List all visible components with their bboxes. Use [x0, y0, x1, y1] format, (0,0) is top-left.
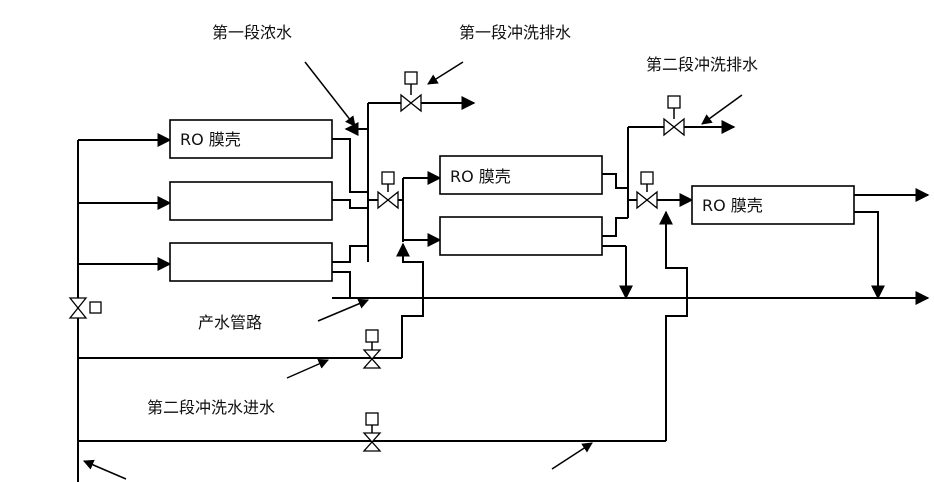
s3-flush-inlet-riser — [665, 212, 688, 441]
s1-concentrate-b — [332, 199, 368, 209]
pointer-feed-bottom-mid — [551, 442, 593, 470]
s1-permeate-link — [332, 271, 351, 298]
product-pipe-label: 产水管路 — [198, 313, 262, 332]
ro-vessel-stage3 — [691, 185, 855, 225]
s3-permeate — [854, 211, 885, 300]
valve-stage2-flush-inlet[interactable] — [362, 329, 382, 369]
ro-vessel-stage3-label: RO 膜壳 — [702, 196, 763, 215]
ro-vessel-stage2-a — [439, 155, 603, 195]
pointer-product-pipe — [317, 298, 369, 322]
ro-vessel-stage1-b — [169, 181, 333, 221]
valve-stage2-feed[interactable] — [377, 171, 399, 210]
valve-stage3-feed[interactable] — [636, 171, 658, 210]
s2-flush-inlet-riser — [401, 244, 424, 358]
s2-concentrate-a — [602, 173, 628, 189]
ro-vessel-stage2-a-label: RO 膜壳 — [450, 167, 511, 186]
s2-concentrate-b — [602, 217, 628, 237]
valve-stage2-flush-drain[interactable] — [663, 95, 685, 137]
stage1-flush-drain-label: 第一段冲洗排水 — [459, 23, 571, 42]
s1-concentrate-a — [332, 138, 368, 193]
ro-vessel-stage1-a-label: RO 膜壳 — [180, 130, 241, 149]
valve-stage3-flush-inlet[interactable] — [362, 412, 382, 452]
stage2-flush-drain-label: 第二段冲洗排水 — [646, 55, 758, 74]
pointer-stage2-flush-inlet — [286, 358, 329, 379]
pointer-stage1-flush-drain — [427, 61, 464, 85]
pointer-stage1-concentrate — [304, 61, 356, 127]
ro-vessel-stage1-a — [169, 119, 333, 159]
ro-vessel-stage2-b — [439, 216, 603, 256]
s1-concentrate-c — [332, 245, 368, 263]
pointer-stage2-flush-drain — [701, 94, 743, 125]
ro-vessel-stage1-c — [169, 242, 333, 282]
pointer-feed-bottom-left — [83, 459, 127, 480]
valve-stage1-flush-drain[interactable] — [400, 71, 422, 113]
valve-feed-header[interactable] — [68, 297, 102, 319]
stage1-concentrate-label: 第一段浓水 — [212, 23, 292, 42]
stage2-flush-inlet-label: 第二段冲洗水进水 — [147, 398, 275, 417]
